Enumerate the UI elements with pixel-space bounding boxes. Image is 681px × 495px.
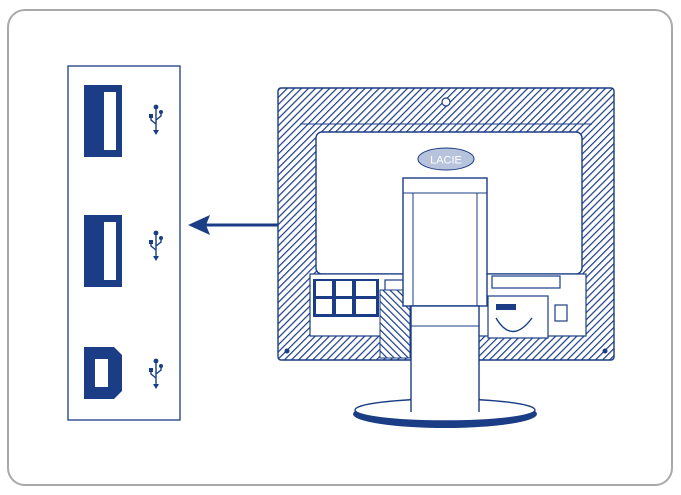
brand-logo: LACIE — [417, 147, 475, 171]
usb-a-port-1 — [84, 85, 122, 157]
usb-b-port — [84, 347, 122, 399]
usb-a-port-2 — [84, 215, 122, 287]
usb-icon — [149, 104, 163, 135]
logo-text: LACIE — [430, 155, 462, 167]
usb-icon — [149, 230, 163, 261]
port-panel — [67, 65, 181, 421]
usb-icon — [149, 358, 163, 389]
connector-block — [313, 279, 379, 317]
stand — [353, 177, 537, 428]
